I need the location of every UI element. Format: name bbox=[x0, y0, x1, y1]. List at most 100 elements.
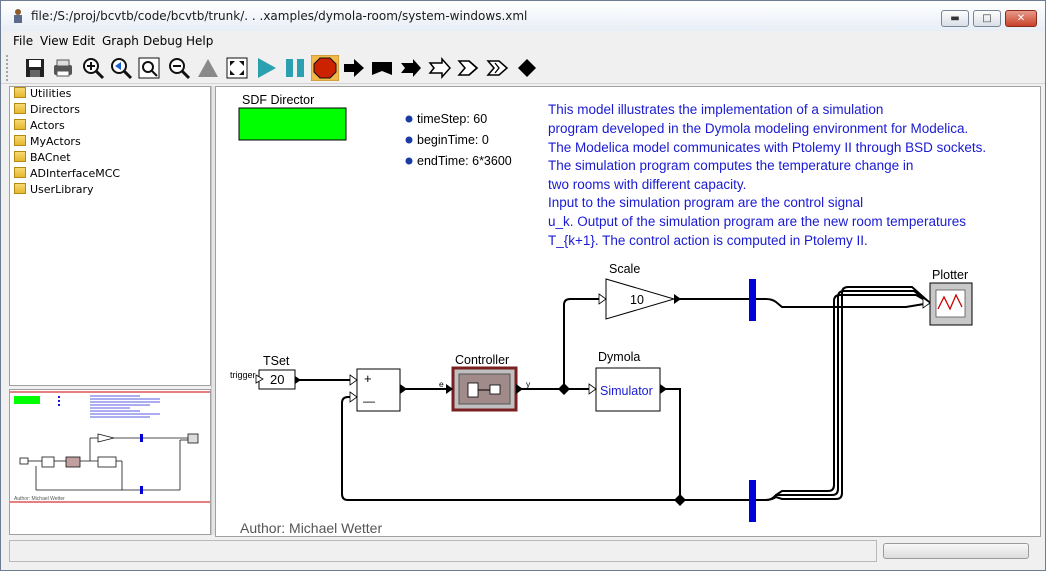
minimize-button[interactable]: ▬ bbox=[941, 10, 969, 27]
relation-diamond-icon[interactable] bbox=[674, 494, 686, 506]
controller-out-port: y bbox=[526, 379, 531, 389]
library-item-bacnet[interactable]: BACnet bbox=[14, 151, 71, 167]
scale-label: Scale bbox=[609, 262, 640, 276]
description-line: The Modelica model communicates with Pto… bbox=[548, 140, 986, 155]
description-line: Input to the simulation program are the … bbox=[548, 195, 863, 210]
library-item-label: Utilities bbox=[30, 87, 72, 100]
port-triangle-icon bbox=[255, 374, 264, 384]
param-timestep[interactable]: timeStep: 60 bbox=[417, 112, 487, 126]
menu-help[interactable]: Help bbox=[186, 34, 214, 48]
full-screen-icon[interactable] bbox=[225, 56, 249, 80]
flag-icon[interactable] bbox=[370, 56, 394, 80]
adder-plus: + bbox=[364, 371, 372, 386]
library-item-adinterfacemcc[interactable]: ADInterfaceMCC bbox=[14, 167, 120, 183]
print-icon[interactable] bbox=[51, 56, 75, 80]
add-subtract-actor[interactable] bbox=[356, 368, 401, 412]
title-bar[interactable]: file:/S:/proj/bcvtb/code/bcvtb/trunk/. .… bbox=[1, 1, 1045, 31]
parameter-bullet-icon bbox=[405, 136, 413, 144]
minimize-icon: ▬ bbox=[950, 13, 960, 24]
pane-splitter[interactable] bbox=[211, 86, 215, 535]
status-bar bbox=[9, 540, 877, 562]
port-triangle-icon bbox=[922, 297, 931, 309]
toolbar bbox=[1, 51, 1045, 84]
folder-icon bbox=[14, 119, 26, 130]
dymola-simulator-text: Simulator bbox=[600, 384, 653, 398]
port-triangle-icon bbox=[598, 293, 607, 305]
model-description[interactable]: This model illustrates the implementatio… bbox=[548, 102, 986, 248]
library-item-myactors[interactable]: MyActors bbox=[14, 135, 81, 151]
maximize-button[interactable]: □ bbox=[973, 10, 1001, 27]
tset-label: TSet bbox=[263, 354, 290, 368]
tset-trigger-port: trigger bbox=[230, 370, 256, 380]
port-triangle-icon bbox=[349, 374, 358, 386]
folder-icon bbox=[14, 183, 26, 194]
controller-label: Controller bbox=[455, 353, 509, 367]
arrow-outline-icon[interactable] bbox=[428, 56, 452, 80]
folder-icon bbox=[14, 167, 26, 178]
relation-diamond-icon[interactable] bbox=[558, 383, 570, 395]
overview-thumbnail: Author: Michael Wetter bbox=[10, 391, 210, 503]
composite-actor-icon bbox=[467, 382, 479, 398]
menu-file[interactable]: File bbox=[13, 34, 34, 48]
graph-canvas[interactable]: SDF Director timeStep: 60 beginTime: 0 e… bbox=[215, 86, 1041, 537]
menu-bar: File View Edit Graph Debug Help bbox=[1, 31, 1045, 51]
parameter-bullet-icon bbox=[405, 115, 413, 123]
director-label: SDF Director bbox=[242, 93, 314, 107]
port-triangle-icon bbox=[660, 384, 667, 394]
arrow-icon[interactable] bbox=[342, 56, 366, 80]
port-triangle-icon bbox=[349, 391, 358, 403]
save-icon[interactable] bbox=[23, 56, 47, 80]
menu-graph[interactable]: Graph bbox=[102, 34, 139, 48]
progress-bar bbox=[883, 543, 1029, 559]
port-triangle-icon bbox=[400, 384, 407, 394]
graph-overview[interactable]: Author: Michael Wetter bbox=[9, 389, 211, 535]
adder-minus: — bbox=[363, 394, 375, 408]
folder-icon bbox=[14, 151, 26, 162]
app-icon bbox=[14, 9, 22, 23]
library-tree[interactable]: Utilities Directors Actors MyActors BACn… bbox=[9, 86, 211, 386]
triple-arrow-outline-icon[interactable] bbox=[486, 56, 510, 80]
arrow-solid-icon[interactable] bbox=[399, 56, 423, 80]
zoom-reset-icon[interactable] bbox=[109, 56, 133, 80]
menu-debug[interactable]: Debug bbox=[143, 34, 183, 48]
plotter-label: Plotter bbox=[932, 268, 968, 282]
dymola-label: Dymola bbox=[598, 350, 640, 364]
stop-icon[interactable] bbox=[311, 55, 339, 81]
library-item-label: UserLibrary bbox=[30, 183, 94, 196]
menu-view[interactable]: View bbox=[40, 34, 69, 48]
zoom-out-icon[interactable] bbox=[167, 56, 191, 80]
description-line: u_k. Output of the simulation program ar… bbox=[548, 214, 966, 229]
diamond-icon[interactable] bbox=[515, 56, 539, 80]
library-item-directors[interactable]: Directors bbox=[14, 103, 80, 119]
close-icon: ✕ bbox=[1016, 13, 1026, 24]
library-item-userlibrary[interactable]: UserLibrary bbox=[14, 183, 94, 199]
parameter-bullet-icon bbox=[405, 157, 413, 165]
toolbar-grip[interactable] bbox=[6, 55, 10, 81]
zoom-fit-icon[interactable] bbox=[137, 56, 161, 80]
author-annotation[interactable]: Author: Michael Wetter bbox=[240, 520, 382, 536]
demultiplexer-bar[interactable] bbox=[749, 279, 756, 321]
zoom-in-icon[interactable] bbox=[81, 56, 105, 80]
double-arrow-outline-icon[interactable] bbox=[457, 56, 481, 80]
library-item-label: ADInterfaceMCC bbox=[30, 167, 121, 180]
port-triangle-icon bbox=[674, 294, 681, 304]
port-triangle-icon bbox=[295, 376, 301, 384]
param-begintime[interactable]: beginTime: 0 bbox=[417, 133, 489, 147]
param-endtime[interactable]: endTime: 6*3600 bbox=[417, 154, 512, 168]
close-button[interactable]: ✕ bbox=[1005, 10, 1037, 27]
pause-icon[interactable] bbox=[283, 56, 307, 80]
menu-edit[interactable]: Edit bbox=[72, 34, 96, 48]
model-diagram: SDF Director timeStep: 60 beginTime: 0 e… bbox=[230, 93, 986, 536]
scale-value: 10 bbox=[630, 293, 644, 307]
description-line: T_{k+1}. The control action is computed … bbox=[548, 233, 868, 248]
sdf-director[interactable] bbox=[238, 107, 347, 141]
demultiplexer-bar[interactable] bbox=[749, 480, 756, 522]
description-line: This model illustrates the implementatio… bbox=[548, 102, 883, 117]
run-icon[interactable] bbox=[254, 56, 278, 80]
folder-icon bbox=[14, 87, 26, 98]
library-item-utilities[interactable]: Utilities bbox=[14, 87, 71, 103]
library-item-actors[interactable]: Actors bbox=[14, 119, 65, 135]
triangle-icon[interactable] bbox=[196, 56, 220, 80]
library-item-label: Directors bbox=[30, 103, 80, 116]
